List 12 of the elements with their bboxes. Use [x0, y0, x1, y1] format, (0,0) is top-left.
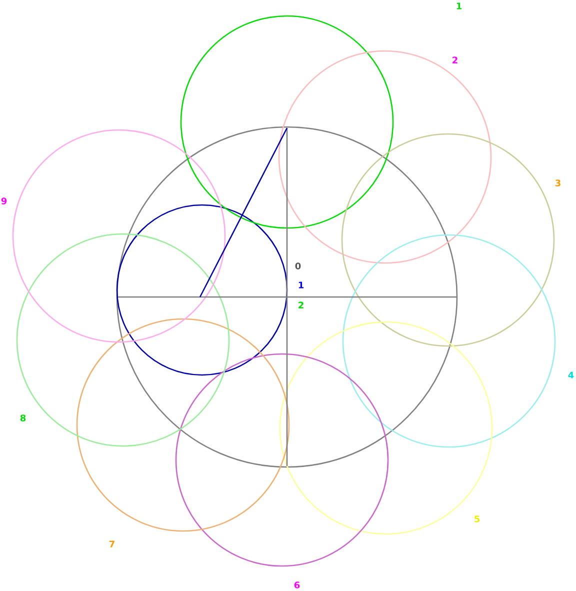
number-label: 7 [109, 540, 114, 548]
number-label: 6 [294, 582, 300, 588]
number-label: 1 [298, 282, 304, 288]
number-label: 3 [555, 180, 560, 186]
number-label: 8 [20, 414, 26, 422]
number-label: 9 [1, 198, 7, 204]
number-label: 1 [456, 2, 462, 10]
number-label: 2 [452, 56, 458, 64]
number-label: 4 [568, 372, 574, 378]
number-label: 2 [298, 302, 304, 308]
number-label: 5 [474, 516, 480, 522]
number-label: 0 [295, 262, 301, 270]
